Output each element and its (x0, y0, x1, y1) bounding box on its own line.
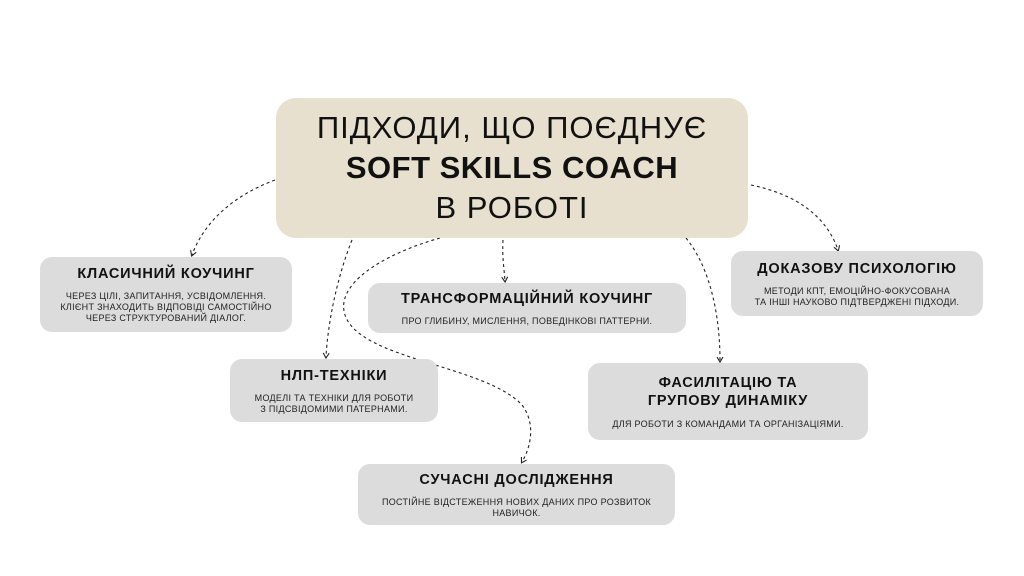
node-transform-desc-line-1: ПРО ГЛИБИНУ, МИСЛЕННЯ, ПОВЕДІНКОВІ ПАТТЕ… (401, 315, 653, 326)
connector-classic (190, 179, 276, 257)
node-transformational-coaching: ТРАНСФОРМАЦІЙНИЙ КОУЧИНГ ПРО ГЛИБИНУ, МИ… (368, 283, 686, 333)
node-transform-title: ТРАНСФОРМАЦІЙНИЙ КОУЧИНГ (400, 290, 654, 307)
node-evidence-description: МЕТОДИ КПТ, ЕМОЦІЙНО-ФОКУСОВАНА ТА ІНШІ … (755, 286, 960, 308)
central-topic-card: ПІДХОДИ, ЩО ПОЄДНУЄ SOFT SKILLS COACH В … (276, 98, 748, 238)
node-nlp-desc-line-2: З ПІДСВІДОМИМИ ПАТЕРНАМИ. (260, 403, 408, 414)
node-evidence-desc-line-2: ТА ІНШІ НАУКОВО ПІДТВЕРДЖЕНІ ПІДХОДИ. (754, 296, 960, 307)
node-classic-title: КЛАСИЧНИЙ КОУЧИНГ (77, 266, 255, 282)
node-research-desc-line-2: НАВИЧОК. (492, 507, 541, 518)
connector-evidence (750, 184, 841, 252)
connector-nlp (322, 239, 353, 360)
central-title-line-1: ПІДХОДИ, ЩО ПОЄДНУЄ (316, 110, 708, 145)
connector-facil (685, 237, 724, 364)
node-nlp-desc-line-1: МОДЕЛІ ТА ТЕХНІКИ ДЛЯ РОБОТИ (254, 392, 414, 403)
node-classic-desc-line-3: ЧЕРЕЗ СТРУКТУРОВАНИЙ ДІАЛОГ. (85, 313, 247, 323)
connector-research (343, 237, 532, 464)
connector-transform (501, 239, 509, 284)
node-facil-title: ФАСИЛІТАЦІЮ ТА ГРУПОВУ ДИНАМІКУ (648, 374, 808, 410)
node-research-desc-line-1: ПОСТІЙНЕ ВІДСТЕЖЕННЯ НОВИХ ДАНИХ ПРО РОЗ… (381, 496, 652, 507)
node-research-title: СУЧАСНІ ДОСЛІДЖЕННЯ (419, 471, 614, 488)
node-evidence-desc-line-1: МЕТОДИ КПТ, ЕМОЦІЙНО-ФОКУСОВАНА (763, 285, 950, 296)
node-modern-research: СУЧАСНІ ДОСЛІДЖЕННЯ ПОСТІЙНЕ ВІДСТЕЖЕННЯ… (358, 464, 675, 525)
node-research-description: ПОСТІЙНЕ ВІДСТЕЖЕННЯ НОВИХ ДАНИХ ПРО РОЗ… (382, 497, 651, 519)
node-classic-desc-line-1: ЧЕРЕЗ ЦІЛІ, ЗАПИТАННЯ, УСВІДОМЛЕННЯ. (65, 291, 267, 301)
node-nlp-techniques: НЛП-ТЕХНІКИ МОДЕЛІ ТА ТЕХНІКИ ДЛЯ РОБОТИ… (230, 359, 438, 422)
node-transform-description: ПРО ГЛИБИНУ, МИСЛЕННЯ, ПОВЕДІНКОВІ ПАТТЕ… (402, 316, 653, 327)
node-facilitation-group-dynamics: ФАСИЛІТАЦІЮ ТА ГРУПОВУ ДИНАМІКУ ДЛЯ РОБО… (588, 363, 868, 440)
node-facil-description: ДЛЯ РОБОТИ З КОМАНДАМИ ТА ОРГАНІЗАЦІЯМИ. (612, 419, 843, 430)
node-classic-coaching: КЛАСИЧНИЙ КОУЧИНГ ЧЕРЕЗ ЦІЛІ, ЗАПИТАННЯ,… (40, 257, 292, 332)
node-facil-desc-line-1: ДЛЯ РОБОТИ З КОМАНДАМИ ТА ОРГАНІЗАЦІЯМИ. (612, 418, 844, 429)
node-evidence-title: ДОКАЗОВУ ПСИХОЛОГІЮ (757, 260, 957, 277)
node-classic-desc-line-2: КЛІЄНТ ЗНАХОДИТЬ ВІДПОВІДІ САМОСТІЙНО (60, 302, 272, 312)
node-facil-title-line-1: ФАСИЛІТАЦІЮ ТА (658, 374, 798, 391)
node-classic-description: ЧЕРЕЗ ЦІЛІ, ЗАПИТАННЯ, УСВІДОМЛЕННЯ. КЛІ… (60, 291, 271, 324)
central-title-line-2: SOFT SKILLS COACH (345, 150, 679, 185)
node-nlp-title: НЛП-ТЕХНІКИ (280, 367, 388, 384)
node-evidence-psychology: ДОКАЗОВУ ПСИХОЛОГІЮ МЕТОДИ КПТ, ЕМОЦІЙНО… (731, 251, 983, 316)
node-facil-title-line-2: ГРУПОВУ ДИНАМІКУ (647, 392, 809, 409)
node-nlp-description: МОДЕЛІ ТА ТЕХНІКИ ДЛЯ РОБОТИ З ПІДСВІДОМ… (255, 393, 414, 415)
central-title-line-3: В РОБОТІ (435, 190, 589, 225)
